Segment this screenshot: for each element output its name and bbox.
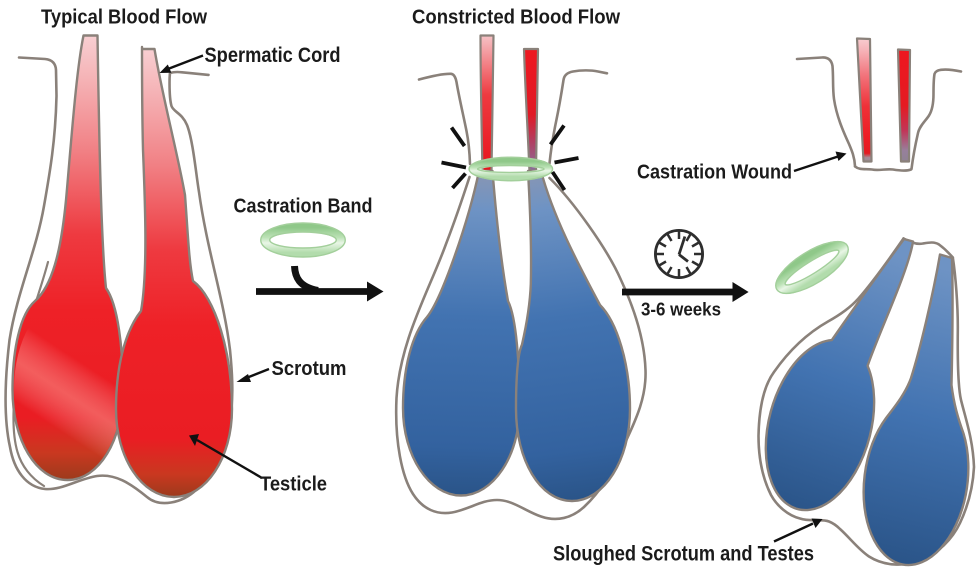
svg-text:Scrotum: Scrotum (272, 357, 347, 380)
svg-text:Castration Wound: Castration Wound (637, 161, 792, 184)
svg-text:Castration Band: Castration Band (234, 195, 373, 218)
svg-text:Spermatic Cord: Spermatic Cord (205, 44, 341, 67)
svg-text:Sloughed Scrotum and Testes: Sloughed Scrotum and Testes (553, 542, 814, 566)
svg-text:Testicle: Testicle (260, 474, 327, 496)
svg-text:3-6 weeks: 3-6 weeks (641, 299, 721, 320)
svg-text:Constricted Blood Flow: Constricted Blood Flow (412, 6, 620, 29)
svg-text:Typical Blood Flow: Typical Blood Flow (41, 6, 207, 29)
